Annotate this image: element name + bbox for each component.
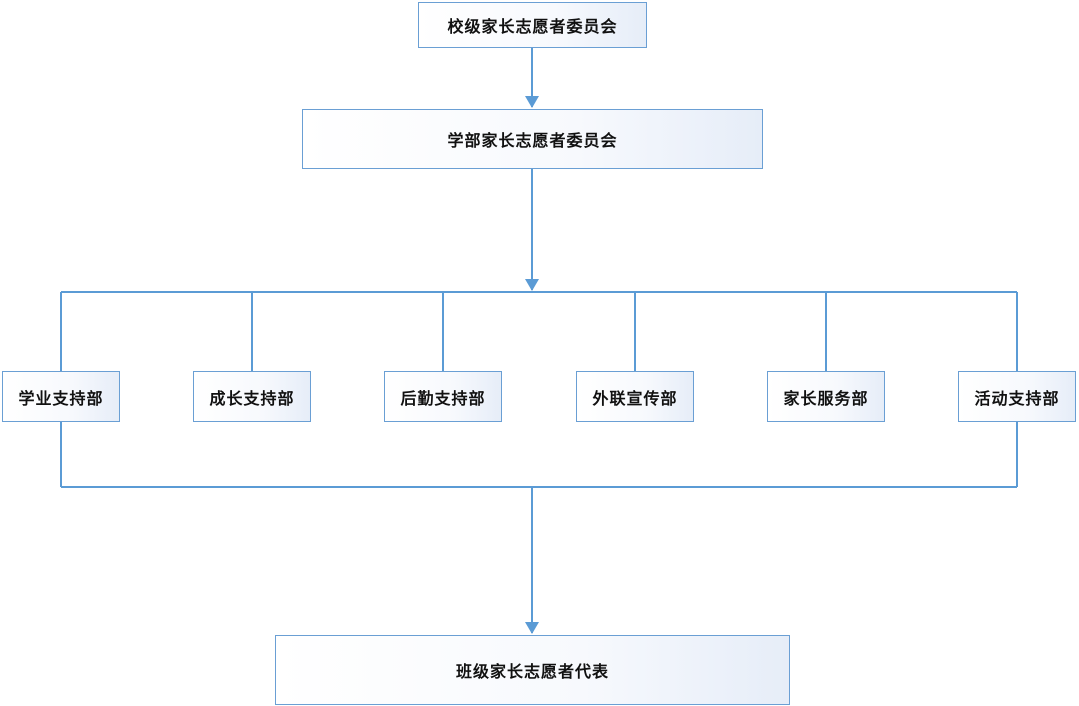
school-committee-label: 校级家长志愿者委员会 — [447, 17, 618, 36]
department-label: 学业支持部 — [18, 388, 104, 408]
division-committee-box: 学部家长志愿者委员会 — [302, 109, 763, 169]
department-label: 活动支持部 — [974, 388, 1060, 408]
department-box-outreach: 外联宣传部 — [576, 371, 694, 422]
school-committee-box: 校级家长志愿者委员会 — [418, 2, 647, 48]
department-label: 成长支持部 — [209, 388, 295, 408]
department-box-logistics: 后勤支持部 — [384, 371, 502, 422]
department-label: 后勤支持部 — [400, 388, 486, 408]
class-representative-label: 班级家长志愿者代表 — [455, 662, 609, 681]
department-box-growth: 成长支持部 — [193, 371, 311, 422]
department-label: 外联宣传部 — [592, 388, 678, 408]
department-box-parent-service: 家长服务部 — [767, 371, 885, 422]
department-label: 家长服务部 — [783, 388, 869, 408]
class-representative-box: 班级家长志愿者代表 — [275, 635, 790, 705]
division-committee-label: 学部家长志愿者委员会 — [447, 131, 618, 150]
department-box-academic: 学业支持部 — [2, 371, 120, 422]
department-box-activity: 活动支持部 — [958, 371, 1076, 422]
